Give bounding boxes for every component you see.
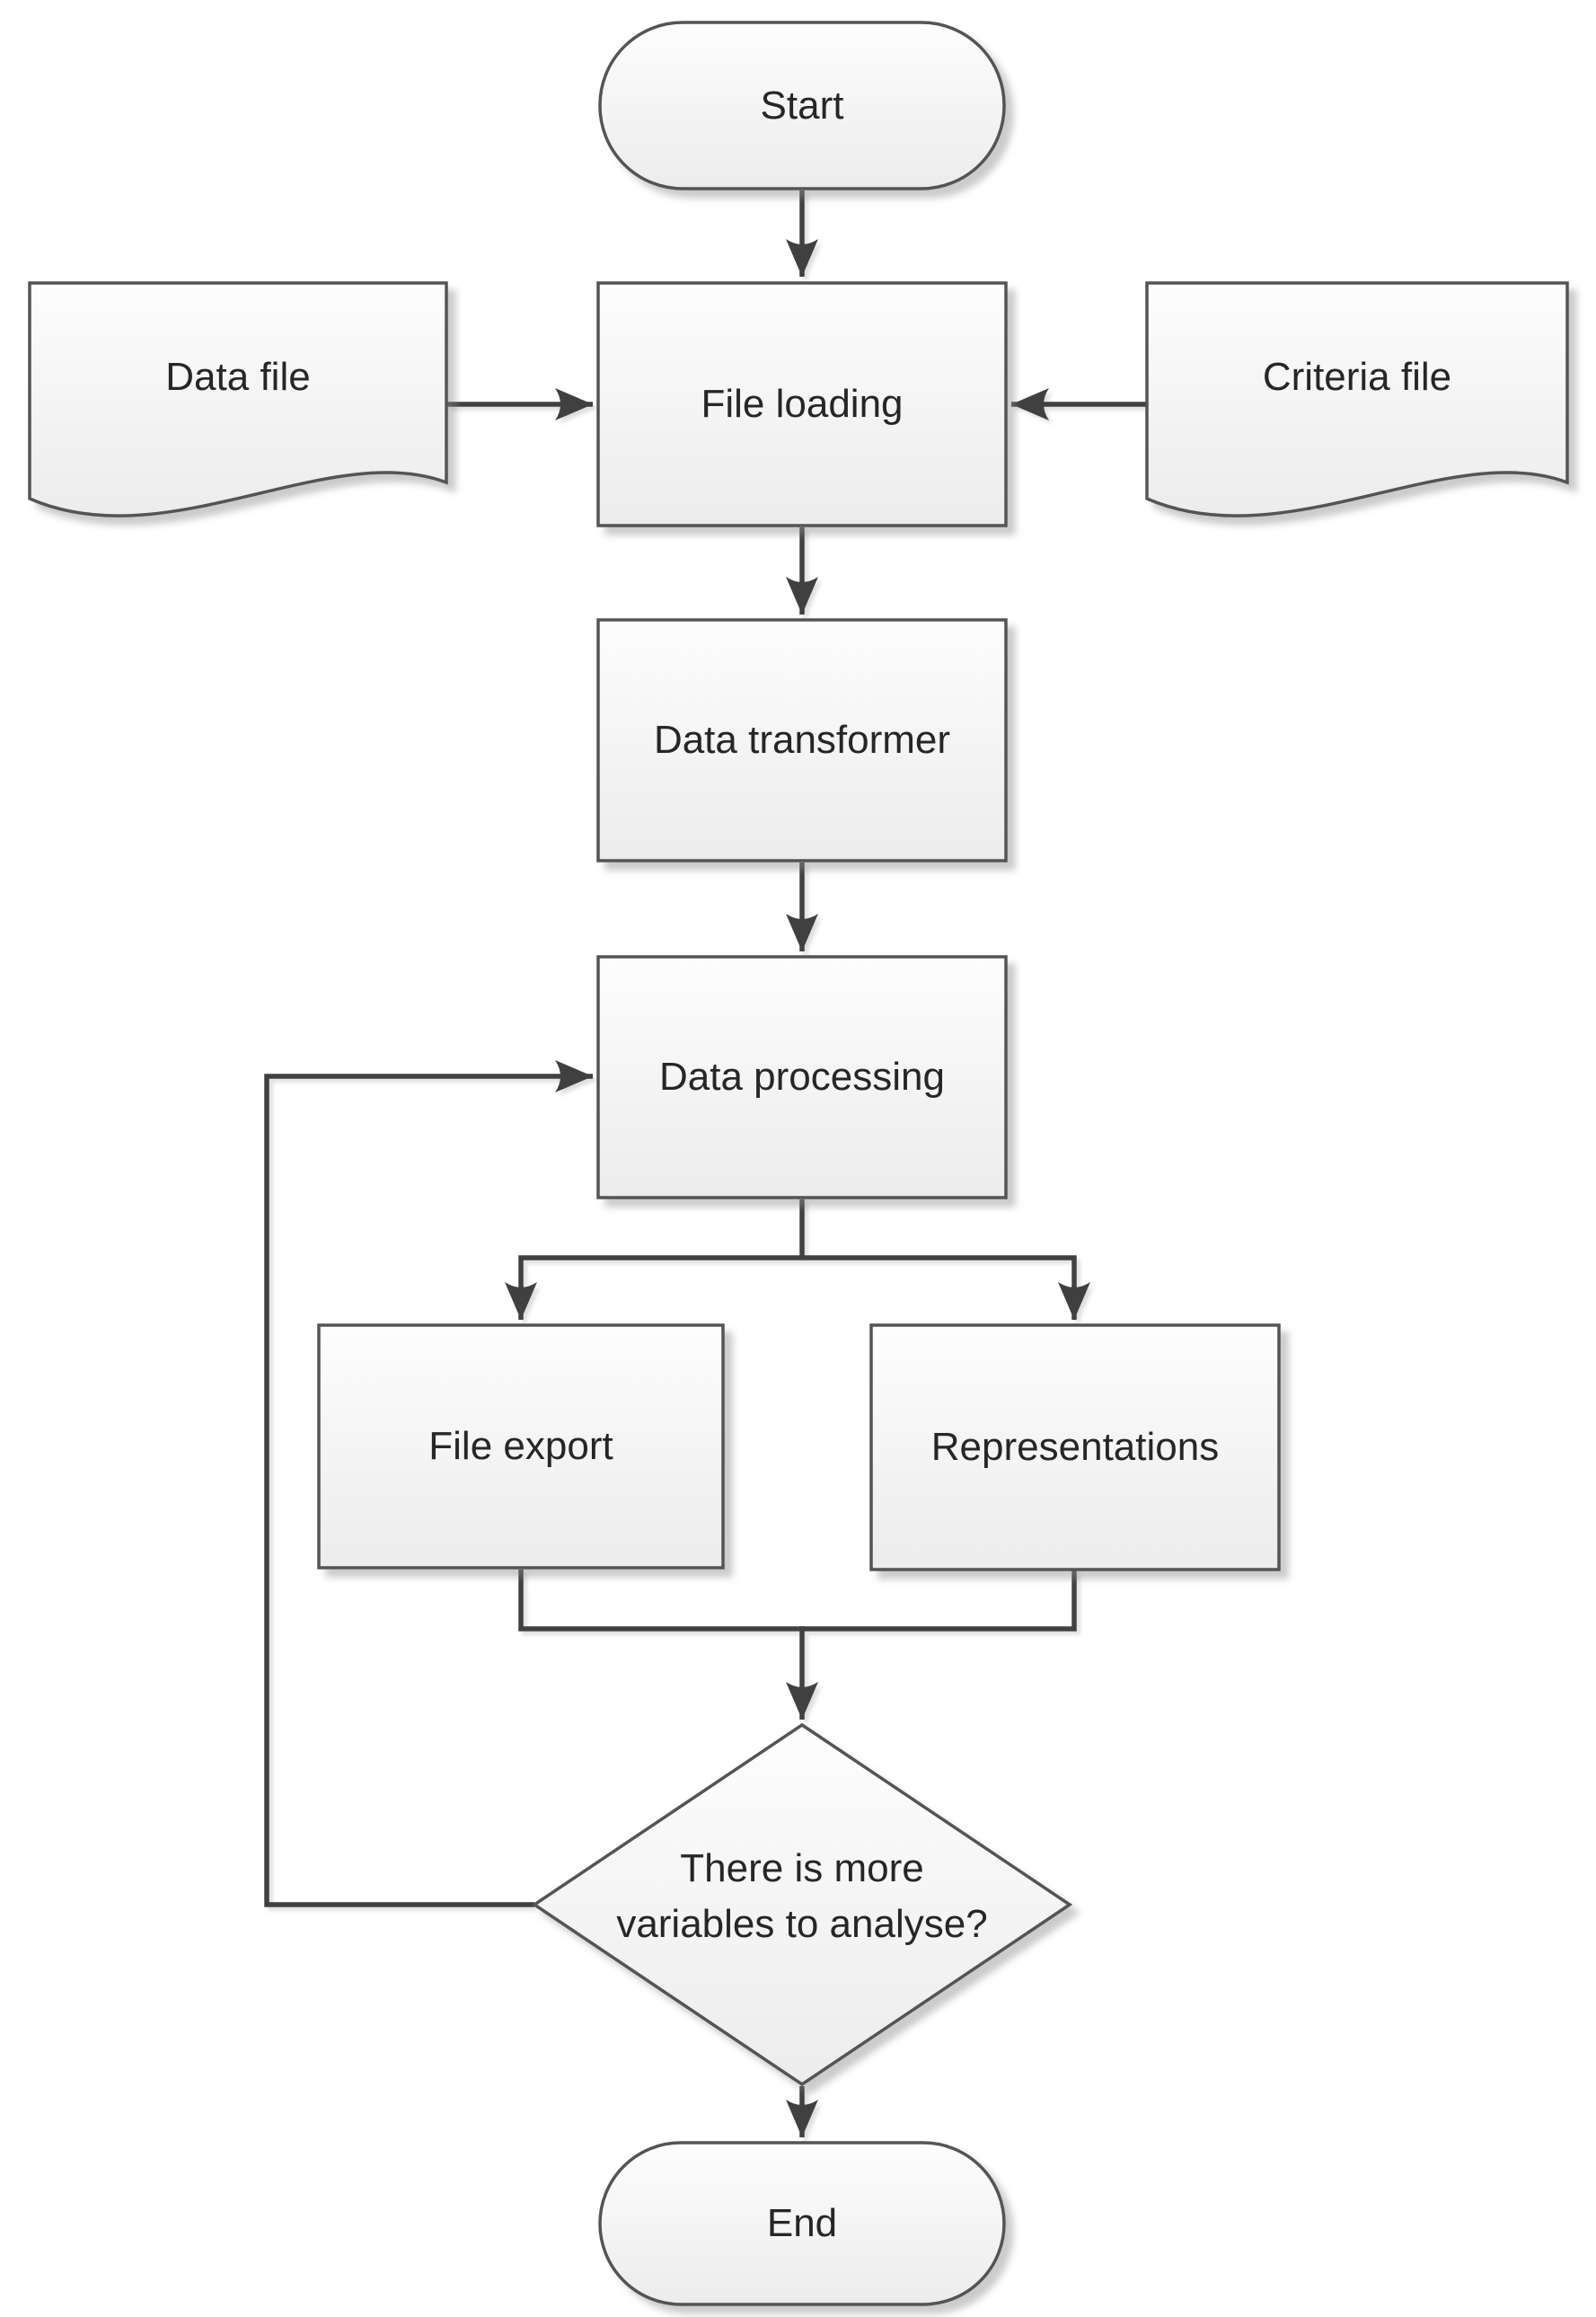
connector-group	[264, 190, 1147, 2137]
edge-split-to-representations	[802, 1255, 1090, 1320]
file-loading-process-shape	[596, 281, 1008, 527]
node-file-loading: File loading	[596, 281, 1008, 527]
decision-label-line2: variables to analyse?	[616, 1902, 987, 1946]
node-start: Start	[598, 21, 1006, 190]
node-data-transformer: Data transformer	[596, 618, 1008, 862]
criteria-file-document-shape	[1145, 281, 1569, 517]
representations-label: Representations	[931, 1425, 1219, 1469]
file-export-label: File export	[428, 1424, 613, 1468]
node-decision-more-variables: There is more variables to analyse?	[531, 1722, 1073, 2087]
data-processing-process-shape	[596, 955, 1008, 1199]
edge-file-export-merge	[518, 1570, 805, 1632]
decision-label-line1: There is more	[680, 1846, 923, 1890]
data-file-document-shape	[28, 281, 448, 517]
data-file-label: Data file	[165, 355, 310, 399]
end-label: End	[767, 2201, 837, 2245]
data-processing-label: Data processing	[659, 1055, 945, 1099]
data-transformer-label: Data transformer	[654, 718, 950, 762]
decision-diamond-shape	[531, 1722, 1073, 2087]
end-terminator-shape	[598, 2141, 1006, 2306]
edge-decision-loop-to-data-processing	[264, 1060, 593, 1907]
node-data-processing: Data processing	[596, 955, 1008, 1199]
node-representations: Representations	[869, 1323, 1281, 1571]
edge-representations-merge	[799, 1570, 1077, 1632]
node-end: End	[598, 2141, 1006, 2306]
start-terminator-shape	[598, 21, 1006, 190]
node-data-file: Data file	[28, 281, 448, 517]
node-criteria-file: Criteria file	[1145, 281, 1569, 517]
edge-split-to-file-export	[505, 1255, 802, 1320]
criteria-file-label: Criteria file	[1263, 355, 1451, 399]
representations-process-shape	[869, 1323, 1281, 1571]
file-loading-label: File loading	[701, 382, 903, 426]
data-transformer-process-shape	[596, 618, 1008, 862]
file-export-process-shape	[317, 1323, 725, 1570]
start-label: Start	[761, 84, 844, 128]
node-file-export: File export	[317, 1323, 725, 1570]
